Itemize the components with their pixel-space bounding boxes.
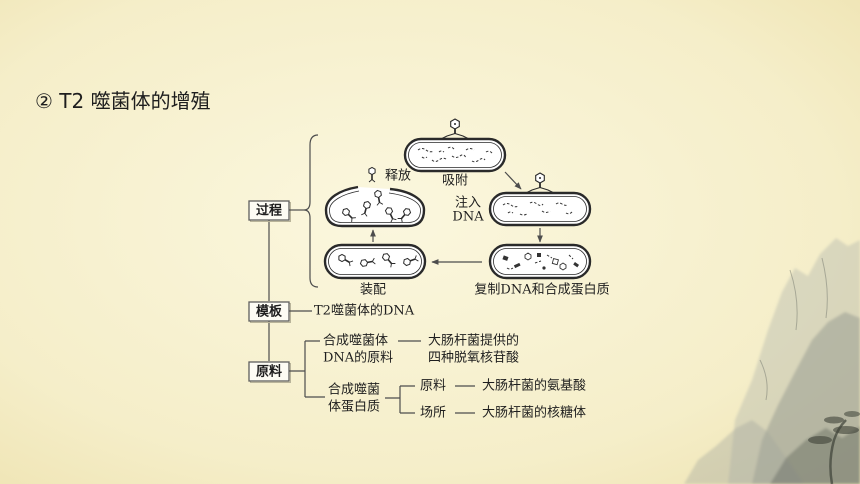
protein-fragment (513, 262, 521, 269)
protein-fragment (573, 262, 580, 268)
cell-membrane (493, 196, 587, 222)
protein-fragment (537, 253, 541, 257)
cell-membrane (493, 248, 587, 275)
step-replicate-label: 复制DNA和合成蛋白质 (474, 282, 609, 298)
protein-site-label: 场所 (420, 406, 446, 421)
dna-strand (502, 203, 519, 208)
protein-fragment (542, 266, 546, 270)
cell-wall (403, 137, 507, 173)
dna-strand (555, 202, 569, 206)
cell-wall (488, 191, 592, 227)
dna-strand (451, 154, 467, 159)
dna-strand (546, 254, 553, 259)
burst-cell-membrane (329, 190, 421, 223)
dna-material-source-line2: 四种脱氧核苷酸 (428, 351, 519, 366)
capsid-fragment (524, 252, 532, 261)
dna-material-title-line1: 合成噬菌体 (323, 334, 388, 349)
raw-material-bracket (289, 340, 325, 398)
ink-stroke (759, 257, 828, 401)
dna-strand (541, 210, 551, 213)
landscape-painting (684, 238, 860, 484)
template-box: 模板 (248, 301, 291, 323)
pine-foliage (833, 426, 859, 434)
process-label: 过程 (256, 203, 282, 219)
step-inject-label-line2: DNA (452, 210, 484, 225)
pine-foliage (824, 416, 844, 424)
dna-material-title-line2: DNA的原料 (323, 350, 393, 366)
dna-strand (485, 150, 493, 154)
pine-foliage (844, 411, 860, 417)
step-adsorb-label: 吸附 (442, 174, 468, 189)
step-inject-label-line1: 注入 (455, 196, 481, 211)
dna-strand (506, 267, 514, 270)
arrow-adsorb-to-inject (504, 171, 522, 190)
protein-fragment (551, 257, 559, 266)
dna-strand (438, 150, 445, 153)
protein-material-title-line1: 合成噬菌 (328, 383, 380, 398)
protein-material-label: 原料 (420, 379, 446, 394)
bacterium-assembly (323, 243, 427, 280)
bacterial-dna (417, 146, 493, 163)
near-ridge (770, 426, 860, 484)
slide-title: ② T2 噬菌体的增殖 (35, 89, 211, 113)
protein-fragment (502, 255, 509, 261)
left-hill (684, 420, 804, 484)
bacterium-adsorption (403, 118, 507, 173)
dna-strand (417, 148, 435, 153)
step-release-label: 释放 (385, 169, 411, 184)
dna-strand (519, 213, 528, 216)
bacterium-replication (488, 243, 592, 280)
dna-strand (431, 157, 447, 162)
pine-foliage (808, 436, 832, 444)
raw-material-box: 原料 (248, 361, 291, 383)
dna-strand (534, 260, 542, 264)
bacterium-release (324, 166, 426, 228)
protein-material-value: 大肠杆菌的氨基酸 (482, 378, 586, 394)
dna-strand (565, 211, 573, 215)
template-label: 模板 (256, 304, 283, 320)
dna-strand (507, 211, 514, 214)
protein-site-value: 大肠杆菌的核糖体 (482, 405, 586, 421)
protein-material-title-line2: 体蛋白质 (328, 399, 380, 415)
template-value: T2噬菌体的DNA (314, 303, 415, 319)
step-assemble-label: 装配 (360, 283, 386, 298)
dna-strand (471, 158, 486, 163)
new-components (502, 252, 580, 271)
dna-strand (421, 156, 428, 159)
dna-strand (465, 148, 475, 151)
cell-membrane (328, 248, 422, 275)
pine-trunk (829, 419, 847, 484)
bacterium-injection (488, 172, 592, 227)
injected-dna (502, 201, 573, 216)
dna-material-source-line1: 大肠杆菌提供的 (428, 333, 519, 349)
dna-strand (529, 201, 544, 206)
capsid-fragment (559, 262, 567, 271)
cell-wall (323, 243, 427, 280)
protein-material-bracket (385, 385, 415, 414)
process-box: 过程 (248, 200, 291, 222)
dna-strand (447, 146, 455, 150)
raw-material-label: 原料 (256, 364, 282, 380)
dna-strand (568, 254, 574, 260)
process-brace (303, 134, 319, 288)
cell-membrane (408, 142, 502, 168)
